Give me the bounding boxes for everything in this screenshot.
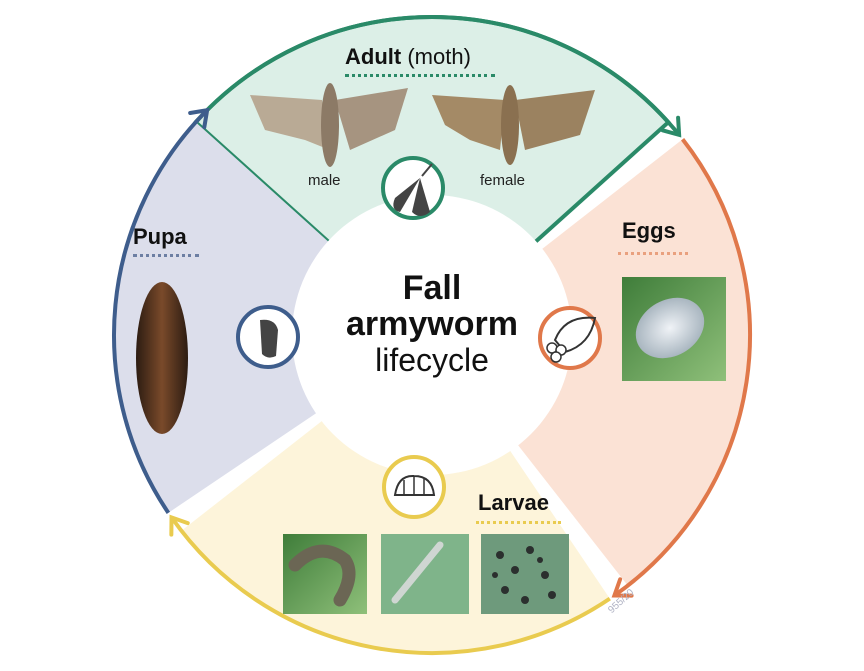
center-circle xyxy=(292,195,572,475)
caterpillar-icon xyxy=(382,455,446,519)
larvae-label: Larvae xyxy=(478,490,549,515)
eggs-label: Eggs xyxy=(622,218,676,243)
male-caption: male xyxy=(308,172,341,189)
eggs-divider xyxy=(618,252,688,255)
larvae-photos xyxy=(283,534,569,614)
eggs-arrowhead-icon xyxy=(611,577,634,598)
male-moth-photo xyxy=(250,83,408,167)
title-line1: Fall xyxy=(402,269,462,307)
pupa-photo xyxy=(136,282,188,434)
adult-divider xyxy=(345,74,495,77)
adult-arrowhead-icon xyxy=(660,115,682,138)
pupa-divider xyxy=(133,254,199,257)
eggs-arrow-arc xyxy=(613,137,752,598)
larvae-arrowhead-icon xyxy=(169,514,190,537)
pupa-label: Pupa xyxy=(133,224,187,249)
pupa-arrowhead-icon xyxy=(188,107,210,130)
adult-label: Adult (moth) xyxy=(345,44,471,69)
female-caption: female xyxy=(480,172,526,189)
pupa-icon xyxy=(236,305,300,369)
pupa-arrow-arc xyxy=(112,108,209,514)
larvae-arrow-arc xyxy=(169,516,611,655)
diagram-title: Fall armyworm lifecycle xyxy=(300,270,564,378)
title-line3: lifecycle xyxy=(375,342,489,378)
title-line2: armyworm xyxy=(346,305,518,343)
larvae-divider xyxy=(476,521,561,524)
leaf-eggs-icon xyxy=(538,306,602,370)
eggs-photo xyxy=(622,277,726,381)
adult-arrow-arc xyxy=(194,15,681,137)
female-moth-photo xyxy=(432,85,595,165)
moth-icon xyxy=(381,156,445,220)
